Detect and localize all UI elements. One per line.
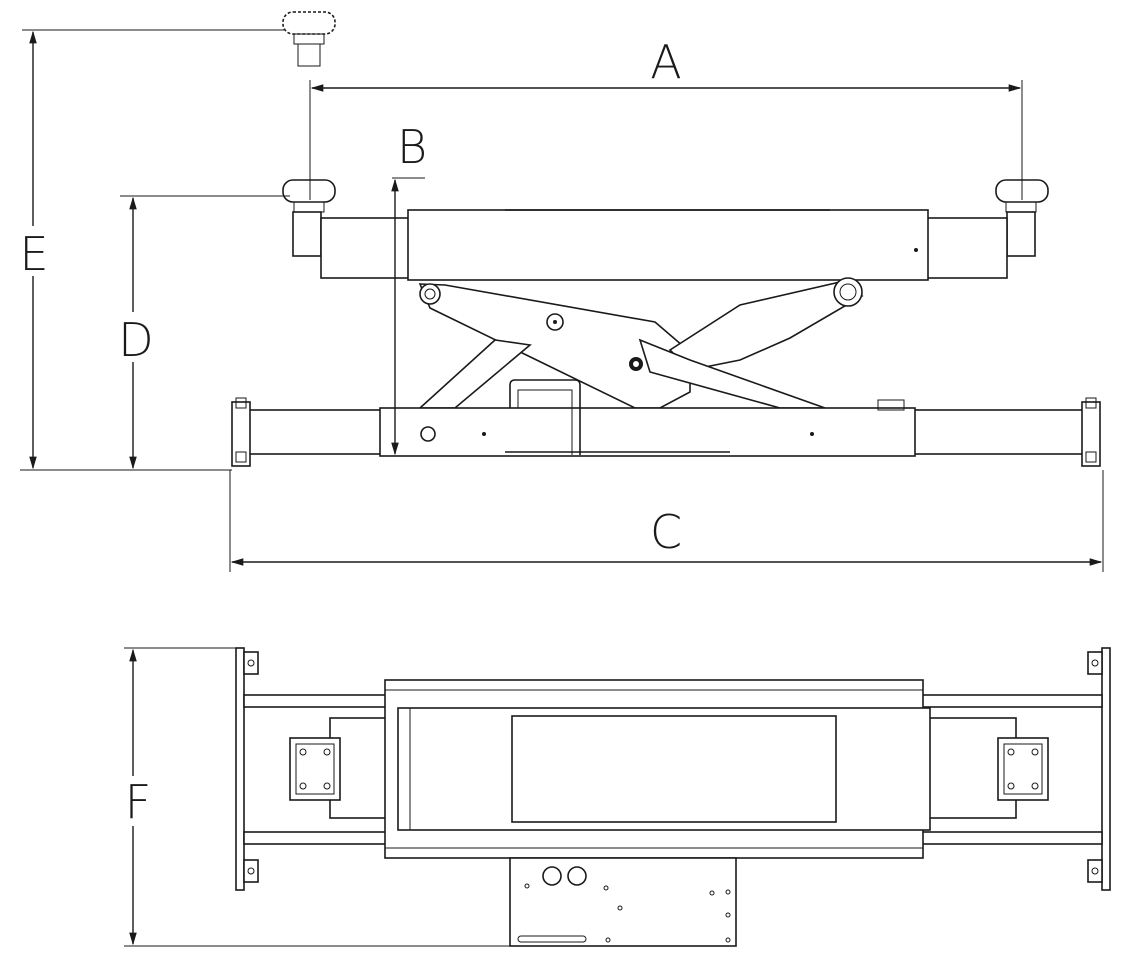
dimension-d: D	[20, 195, 290, 471]
dimension-label-c: C	[650, 505, 682, 559]
top-beam	[320, 209, 1008, 281]
left-pad	[282, 179, 336, 257]
dimension-c: C	[229, 470, 1104, 572]
dimension-a: A	[309, 35, 1023, 200]
dimension-label-e: E	[19, 227, 48, 281]
dimension-label-b: B	[397, 120, 427, 174]
base-rail	[231, 379, 1101, 467]
raised-pad	[282, 11, 336, 67]
dimension-label-f: F	[125, 775, 151, 829]
dimension-b: B	[391, 120, 427, 456]
dimension-label-a: A	[650, 35, 681, 89]
top-view: F	[118, 647, 1111, 947]
side-view: A B C D E	[18, 11, 1104, 572]
dimension-e: E	[18, 29, 284, 470]
dimension-label-d: D	[118, 313, 153, 367]
dimension-f: F	[118, 647, 510, 947]
scissor-arms	[417, 277, 864, 409]
